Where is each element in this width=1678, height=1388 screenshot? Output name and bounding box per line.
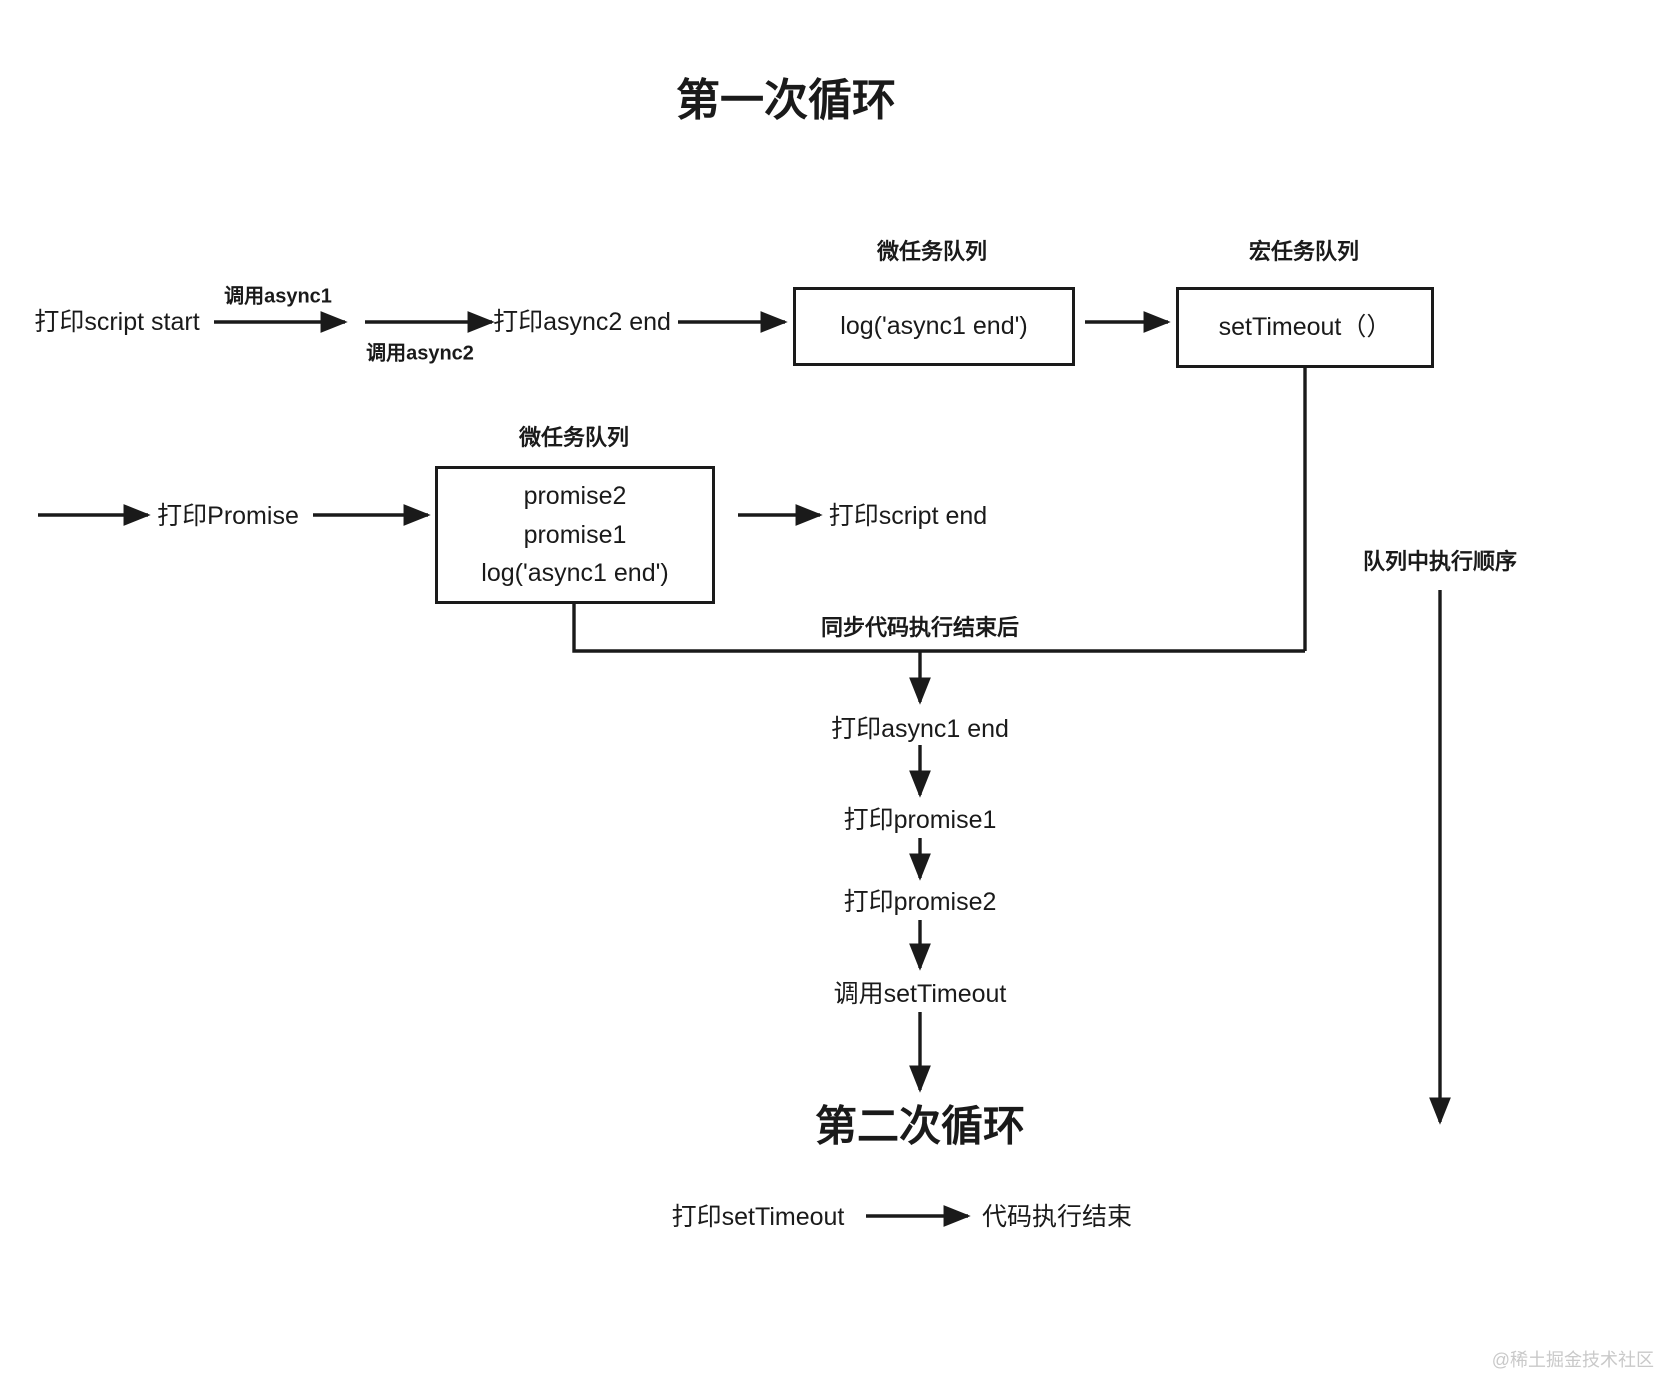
node-code-execution-end: 代码执行结束 [981,1203,1133,1231]
box-micro-task-queue-2: promise2 promise1 log('async1 end') [435,466,715,604]
queue-item: log('async1 end') [840,312,1028,341]
label-micro-task-queue-2: 微任务队列 [518,425,630,450]
node-call-settimeout: 调用setTimeout [833,980,1007,1008]
box-macro-task-queue: setTimeout（） [1176,287,1434,368]
box-micro-task-queue-1: log('async1 end') [793,287,1075,366]
node-print-script-end: 打印script end [828,502,988,530]
label-queue-execution-order: 队列中执行顺序 [1362,549,1518,574]
page-title-first-loop: 第一次循环 [676,76,896,125]
edge-label-call-async2: 调用async2 [366,342,474,365]
queue-item: promise1 [523,520,627,549]
section-title-second-loop: 第二次循环 [814,1102,1026,1150]
node-print-async2-end: 打印async2 end [493,308,671,336]
queue-item: setTimeout（） [1218,313,1392,342]
node-print-async1-end: 打印async1 end [831,715,1009,743]
edge-label-after-sync-code: 同步代码执行结束后 [820,615,1020,640]
node-print-script-start: 打印script start [34,308,200,336]
node-print-promise: 打印Promise [157,502,299,530]
node-print-settimeout: 打印setTimeout [671,1203,845,1231]
label-macro-task-queue: 宏任务队列 [1248,239,1360,264]
label-micro-task-queue-1: 微任务队列 [876,239,988,264]
queue-item: log('async1 end') [481,559,669,588]
node-print-promise2: 打印promise2 [843,888,997,916]
edge-label-call-async1: 调用async1 [224,285,332,308]
node-print-promise1: 打印promise1 [843,806,997,834]
queue-item: promise2 [523,481,627,510]
watermark: @稀土掘金技术社区 [1491,1350,1654,1370]
